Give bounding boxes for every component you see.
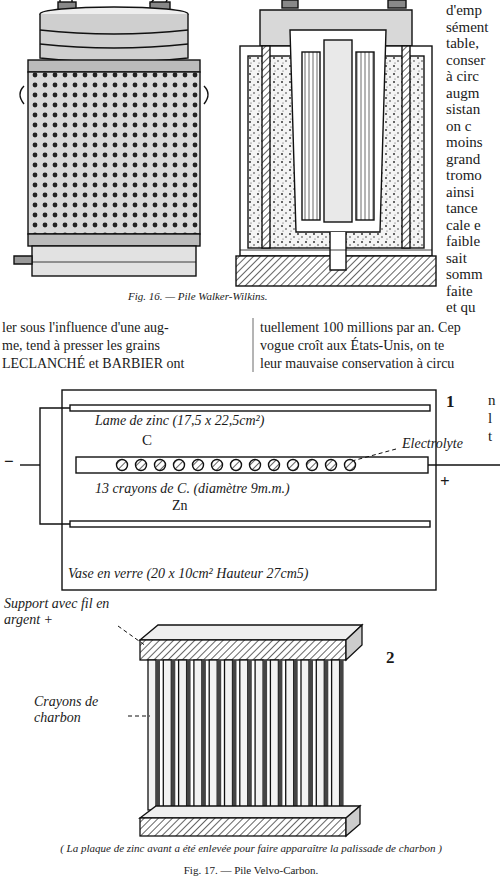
leader-line: [118, 626, 146, 646]
body-text: on c: [446, 118, 471, 135]
carbon-rod: [194, 660, 202, 810]
walker-wilkins-cutaway: [236, 0, 436, 286]
carbon-rod: [136, 460, 147, 471]
carbon-rod-shade: [340, 660, 344, 810]
part-label: Crayons de charbon: [34, 694, 126, 726]
part-label: Support avec fil en argent +: [4, 596, 116, 628]
carbon-rod: [250, 460, 261, 471]
carbon-rod-shade: [171, 660, 175, 810]
body-text: t: [488, 428, 492, 445]
body-text: sait: [446, 250, 467, 267]
carbon-rod-shade: [187, 660, 191, 810]
carbon-rod: [332, 660, 340, 810]
callout-number: 2: [386, 648, 395, 668]
body-text: et qu: [446, 299, 476, 316]
carbon-rod: [163, 660, 171, 810]
body-text: LECLANCHÉ et BARBIER ont: [2, 356, 184, 372]
body-text: table,: [446, 35, 479, 52]
wire: [20, 464, 40, 465]
figure-note: ( La plaque de zinc avant a été enlevée …: [1, 842, 500, 855]
figure-caption: Fig. 17. — Pile Velvo-Carbon.: [1, 864, 500, 877]
velvo-carbon-plan: [20, 390, 500, 590]
body-text: moins: [446, 134, 483, 151]
body-text: sément: [446, 19, 489, 36]
body-text: me, tend à presser les grains: [2, 338, 160, 354]
body-text: faible: [446, 233, 480, 250]
body-text: ainsi: [446, 184, 474, 201]
body-text: somm: [446, 266, 483, 283]
body-text: grand: [446, 151, 480, 168]
carbon-rod-shade: [294, 660, 298, 810]
carbon-rod: [225, 660, 233, 810]
carbon-rod: [286, 660, 294, 810]
callout-number: 1: [446, 392, 455, 412]
body-text: n: [488, 392, 496, 409]
carbon-rod-shade: [217, 660, 221, 810]
carbon-rod-shade: [278, 660, 282, 810]
carbon-rod: [209, 660, 217, 810]
carbon-rod: [179, 660, 187, 810]
carbon-rod: [240, 660, 248, 810]
body-text: tuellement 100 millions par an. Cep: [260, 320, 461, 336]
carbon-rod: [231, 460, 242, 471]
carbon-rods: [117, 460, 356, 471]
carbon-rod: [174, 460, 185, 471]
part-label: Zn: [172, 498, 188, 514]
carbon-rod-shade: [324, 660, 328, 810]
carbon-rod: [255, 660, 263, 810]
carbon-rod: [117, 460, 128, 471]
part-label: Electrolyte: [402, 436, 463, 452]
part-label: C: [142, 432, 152, 449]
carbon-rod: [301, 660, 309, 810]
body-text: vogue croît aux États-Unis, on te: [260, 338, 444, 354]
carbon-rod: [316, 660, 324, 810]
body-text: d'emp: [446, 2, 482, 19]
carbon-rod: [269, 460, 280, 471]
carbon-rod: [270, 660, 278, 810]
velvo-carbon-palisade: [118, 625, 362, 836]
part-label: 13 crayons de C. (diamètre 9m.m.): [95, 481, 290, 497]
body-text: à circ: [446, 68, 479, 85]
carbon-holder: [76, 457, 428, 473]
carbon-rod-shade: [248, 660, 252, 810]
body-text: cale e: [446, 217, 481, 234]
walker-wilkins-exterior: [14, 0, 208, 276]
carbon-rod-shade: [309, 660, 313, 810]
carbon-rod: [288, 460, 299, 471]
zinc-plate: [70, 405, 430, 411]
carbon-rod: [148, 660, 156, 810]
figure-caption: Fig. 16. — Pile Walker-Wilkins.: [128, 290, 268, 303]
carbon-rod: [307, 460, 318, 471]
leader-line: [128, 716, 150, 717]
zinc-plate: [70, 521, 430, 527]
carbon-rod-shade: [233, 660, 237, 810]
body-text: faite: [446, 283, 473, 300]
carbon-rod: [155, 460, 166, 471]
body-text: tance: [446, 200, 478, 217]
body-text: augm: [446, 85, 479, 102]
body-text: leur mauvaise conservation à circu: [260, 356, 454, 372]
body-text: conser: [446, 52, 485, 69]
part-label: Lame de zinc (17,5 x 22,5cm²): [95, 413, 264, 429]
carbon-rod-shade: [263, 660, 267, 810]
carbon-rod: [345, 460, 356, 471]
body-text: ler sous l'influence d'une aug-: [2, 320, 169, 336]
leader-line: [352, 449, 396, 461]
part-label: Vase en verre (20 x 10cm² Hauteur 27cm5): [68, 566, 308, 582]
carbon-rod: [326, 460, 337, 471]
terminal-sign: +: [440, 472, 450, 492]
column-rule: [253, 318, 254, 372]
carbon-rod: [212, 460, 223, 471]
terminal-sign: −: [4, 452, 14, 472]
wire: [428, 464, 500, 465]
carbon-rods: [148, 660, 344, 810]
body-text: l: [488, 410, 492, 427]
wire: [40, 408, 70, 524]
carbon-rod-shade: [202, 660, 206, 810]
glass-vessel: [62, 390, 436, 590]
body-text: tromo: [446, 167, 482, 184]
body-text: sistan: [446, 101, 480, 118]
carbon-rod: [193, 460, 204, 471]
carbon-rod-shade: [156, 660, 160, 810]
